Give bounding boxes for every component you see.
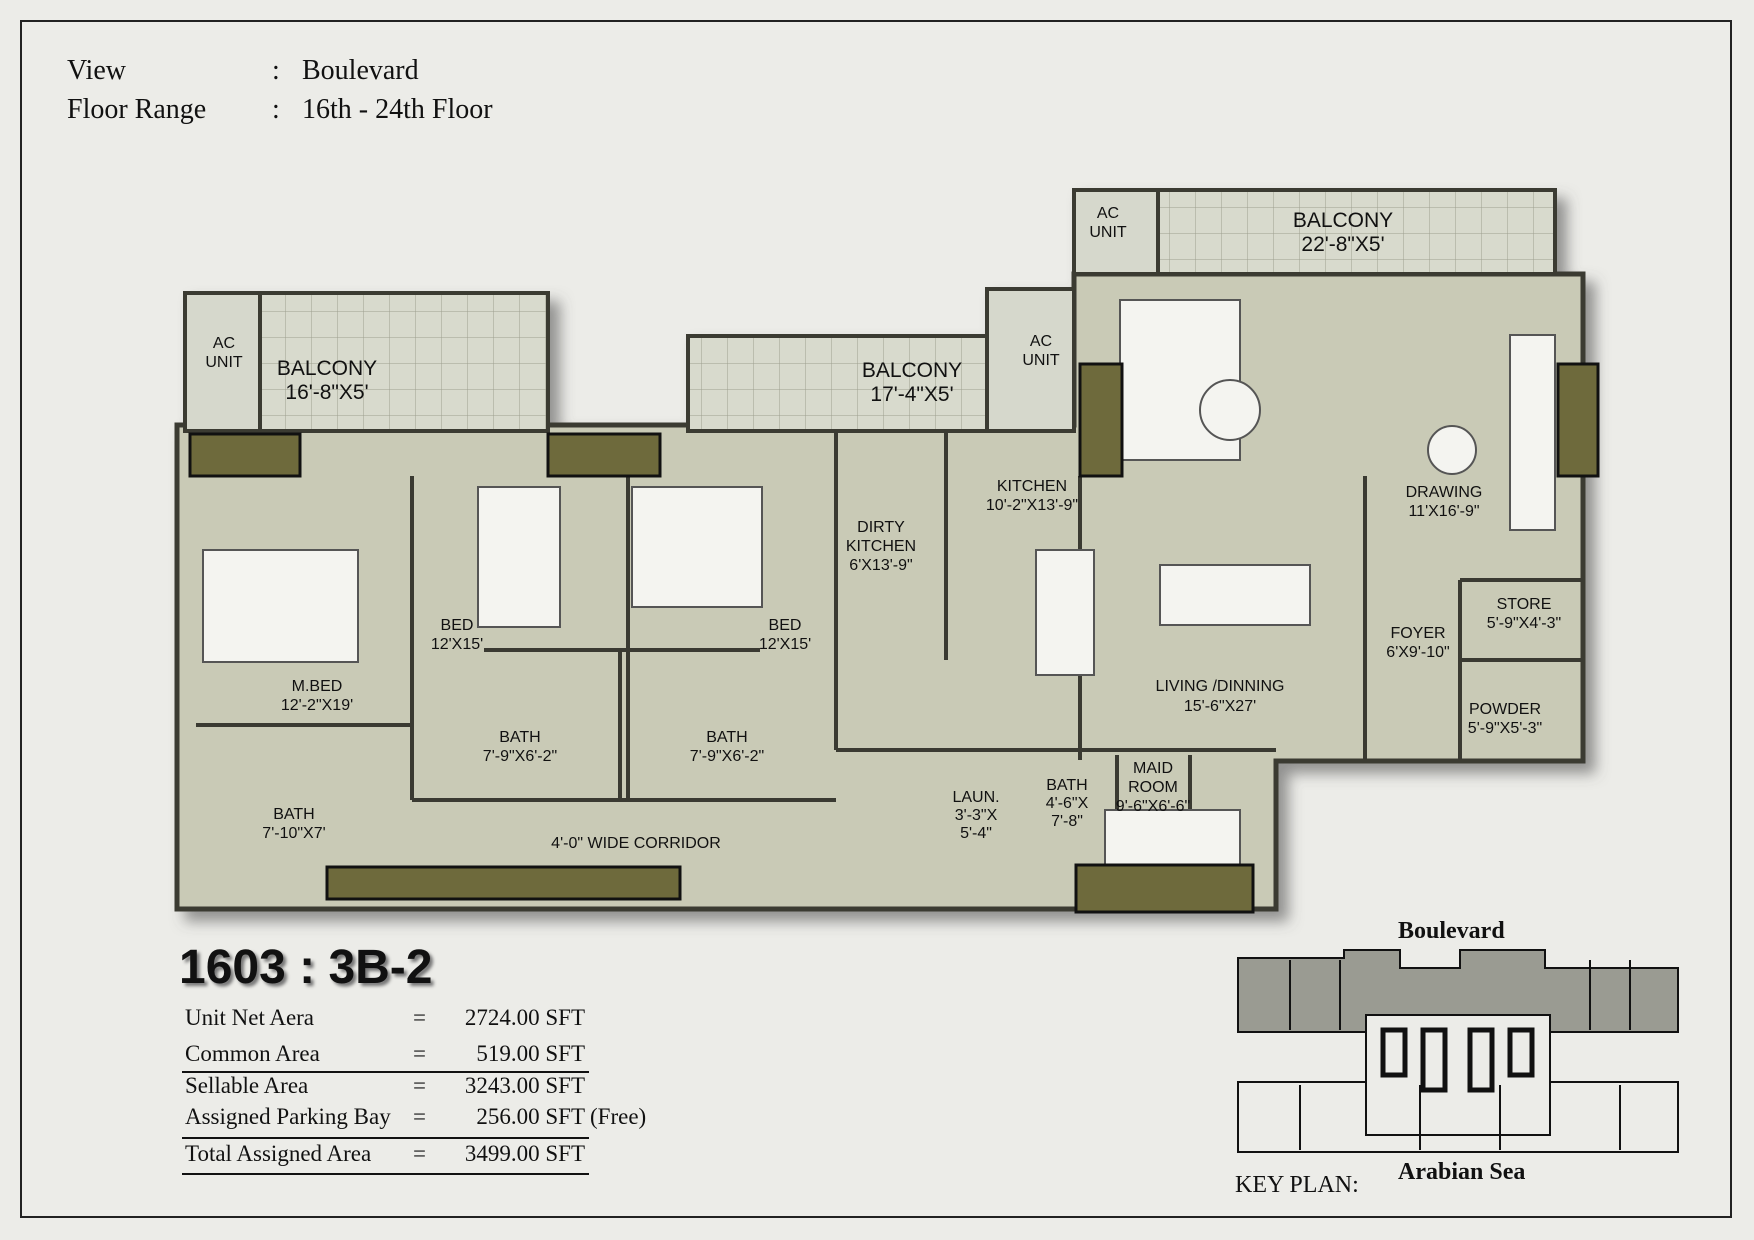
- living-dining-label: LIVING /DINNING: [1156, 678, 1285, 695]
- foyer-label: FOYER: [1390, 625, 1445, 642]
- key-plan-drawing: [1237, 949, 1679, 1153]
- unit-title: 1603 : 3B-2: [179, 941, 433, 994]
- floor-range-separator: :: [272, 94, 280, 125]
- key-plan-top-label: Boulevard: [1398, 918, 1505, 944]
- structural-columns: [188, 362, 1600, 914]
- bed-label: BED: [441, 617, 474, 634]
- divider: [182, 1071, 589, 1073]
- area-row: Total Assigned Area=3499.00 SFT: [185, 1141, 585, 1166]
- floor-range-label: Floor Range: [67, 94, 207, 125]
- bath-label: BATH: [499, 729, 540, 746]
- drawing-label: DRAWING: [1406, 484, 1483, 501]
- dirty-kitchen-label: DIRTY: [857, 519, 905, 536]
- store-label: STORE: [1497, 596, 1552, 613]
- floor-range-value: 16th - 24th Floor: [302, 94, 493, 125]
- view-separator: :: [272, 55, 280, 86]
- view-value: Boulevard: [302, 55, 419, 86]
- divider: [182, 1137, 589, 1139]
- area-row: Unit Net Aera=2724.00 SFT: [185, 1005, 585, 1030]
- bed-label: BED: [769, 617, 802, 634]
- key-plan-label: KEY PLAN:: [1235, 1172, 1359, 1198]
- bath-label: BATH: [273, 806, 314, 823]
- balcony-label: BALCONY: [1293, 209, 1393, 232]
- laundry-label: LAUN.: [952, 789, 999, 806]
- master-bed-label: M.BED: [292, 678, 343, 695]
- bath-label: BATH: [706, 729, 747, 746]
- divider: [182, 1173, 589, 1175]
- sheet-frame: [20, 20, 1732, 1218]
- ac-unit-label: AC: [213, 335, 235, 352]
- balcony-label: BALCONY: [862, 359, 962, 382]
- key-plan-bottom-label: Arabian Sea: [1398, 1159, 1526, 1185]
- area-row: Common Area=519.00 SFT: [185, 1041, 585, 1066]
- view-label: View: [67, 55, 126, 86]
- ac-unit-label: AC: [1097, 205, 1119, 222]
- area-row: Sellable Area=3243.00 SFT: [185, 1073, 585, 1098]
- kitchen-label: KITCHEN: [997, 478, 1067, 495]
- balcony-label: BALCONY: [277, 357, 377, 380]
- furniture: [202, 299, 1556, 866]
- maid-bath-label: BATH: [1046, 777, 1087, 794]
- maid-room-label: MAID: [1133, 760, 1173, 777]
- corridor-label: 4'-0" WIDE CORRIDOR: [551, 835, 721, 852]
- svg-text:LAUN.3'-3"X5'-4": LAUN.3'-3"X5'-4": [952, 789, 999, 842]
- interior-walls: [196, 432, 1583, 880]
- ac-unit-label: AC: [1030, 333, 1052, 350]
- powder-label: POWDER: [1469, 701, 1541, 718]
- area-row: Assigned Parking Bay=256.00 SFT(Free): [185, 1104, 647, 1129]
